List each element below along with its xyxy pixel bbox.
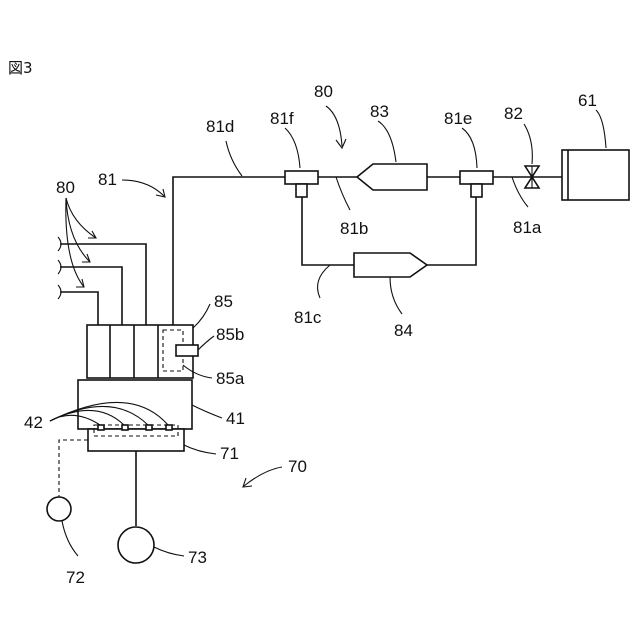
label-85b: 85b [216, 325, 244, 344]
component-73 [118, 527, 154, 563]
leader-81e [462, 128, 477, 168]
component-61-tank [562, 150, 629, 200]
tee-81f-branch [296, 184, 307, 197]
break-mark-3 [58, 285, 61, 299]
label-81d: 81d [206, 117, 234, 136]
leader-81b [336, 177, 350, 210]
label-81f: 81f [270, 109, 294, 128]
label-82: 82 [504, 104, 523, 123]
component-72 [47, 497, 71, 521]
label-61: 61 [578, 91, 597, 110]
leader-81c [318, 265, 330, 298]
label-71: 71 [220, 444, 239, 463]
arrow-80-c [66, 198, 84, 287]
label-72: 72 [66, 568, 85, 587]
leader-41 [192, 405, 222, 418]
nozzle-42-2 [122, 425, 128, 430]
nozzle-42-4 [166, 425, 172, 430]
leader-81a [512, 177, 528, 207]
leader-81f [285, 128, 300, 168]
label-73: 73 [188, 548, 207, 567]
leader-84 [390, 277, 402, 314]
leader-85 [193, 304, 210, 328]
pipe-81c-right [427, 197, 476, 265]
label-80-top: 80 [314, 82, 333, 101]
leader-81d [226, 141, 242, 176]
tee-81e-body [460, 171, 493, 184]
label-70: 70 [288, 457, 307, 476]
arrow-80-top [326, 106, 342, 146]
leader-83 [378, 121, 396, 162]
label-80-left: 80 [56, 178, 75, 197]
feed-line-3 [60, 292, 98, 325]
break-mark-2 [58, 260, 61, 274]
leader-73 [154, 547, 184, 556]
label-83: 83 [370, 102, 389, 121]
label-81a: 81a [513, 218, 542, 237]
leader-72 [62, 521, 78, 556]
element-85b [176, 345, 198, 356]
arrow-80-a [66, 198, 96, 238]
arrow-70 [244, 467, 282, 486]
nozzle-42-3 [146, 425, 152, 430]
component-83 [357, 164, 427, 190]
block-71 [88, 429, 184, 451]
tee-81f-body [285, 171, 318, 184]
dashed-link-72 [59, 440, 88, 497]
feed-line-2 [60, 267, 122, 325]
leader-71 [184, 445, 216, 454]
label-81: 81 [98, 170, 117, 189]
label-84: 84 [394, 321, 413, 340]
label-81b: 81b [340, 219, 368, 238]
label-85a: 85a [216, 369, 245, 388]
label-81e: 81e [444, 109, 472, 128]
arrow-81 [122, 180, 164, 196]
leader-85b [198, 336, 214, 350]
label-81c: 81c [294, 308, 322, 327]
nozzle-42-1 [98, 425, 104, 430]
label-42: 42 [24, 413, 43, 432]
feed-line-1 [60, 244, 146, 325]
tee-81e-branch [471, 184, 482, 197]
component-84 [354, 253, 427, 277]
label-41: 41 [226, 409, 245, 428]
figure-label: 図3 [8, 59, 33, 77]
leader-61 [596, 110, 606, 148]
break-mark-1 [58, 237, 61, 251]
leader-82 [524, 124, 532, 164]
label-85: 85 [214, 292, 233, 311]
